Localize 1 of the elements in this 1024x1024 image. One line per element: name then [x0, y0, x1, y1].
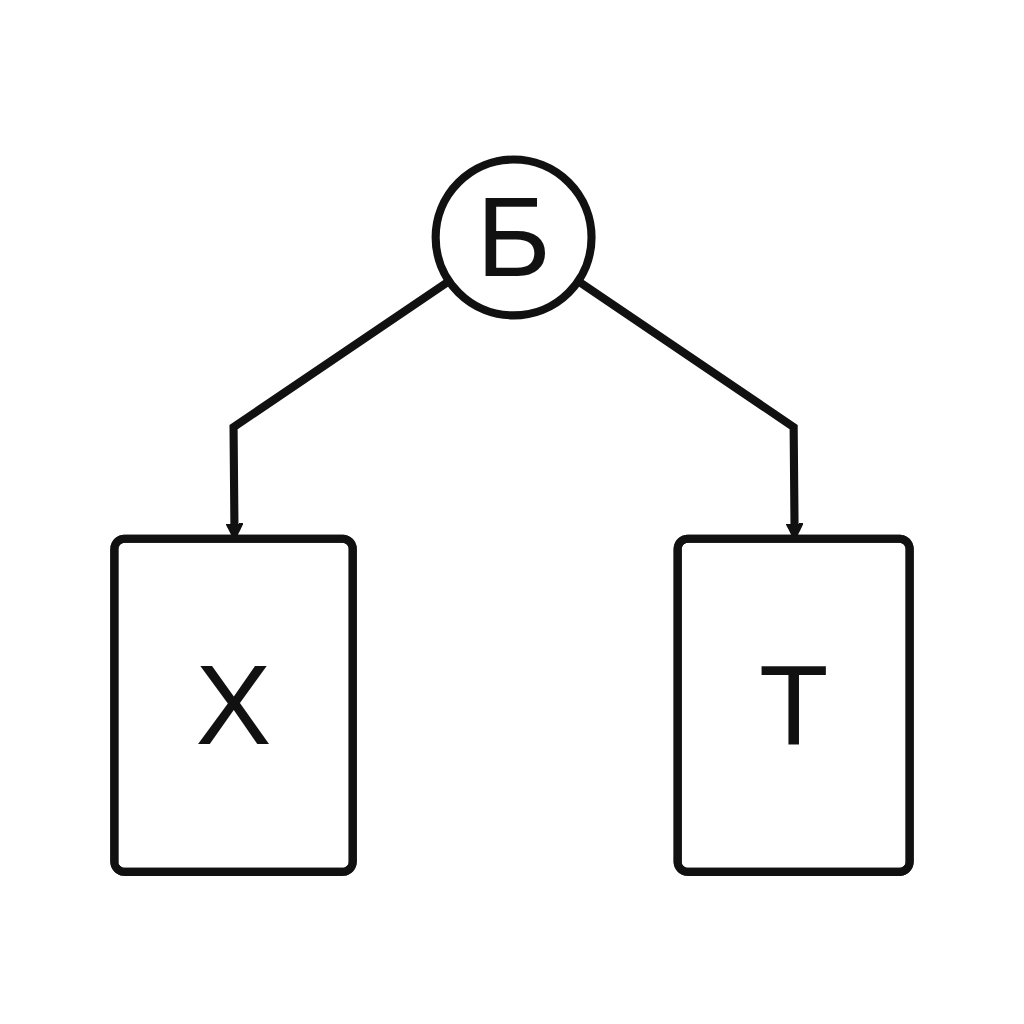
node-circle: Б — [431, 155, 596, 320]
